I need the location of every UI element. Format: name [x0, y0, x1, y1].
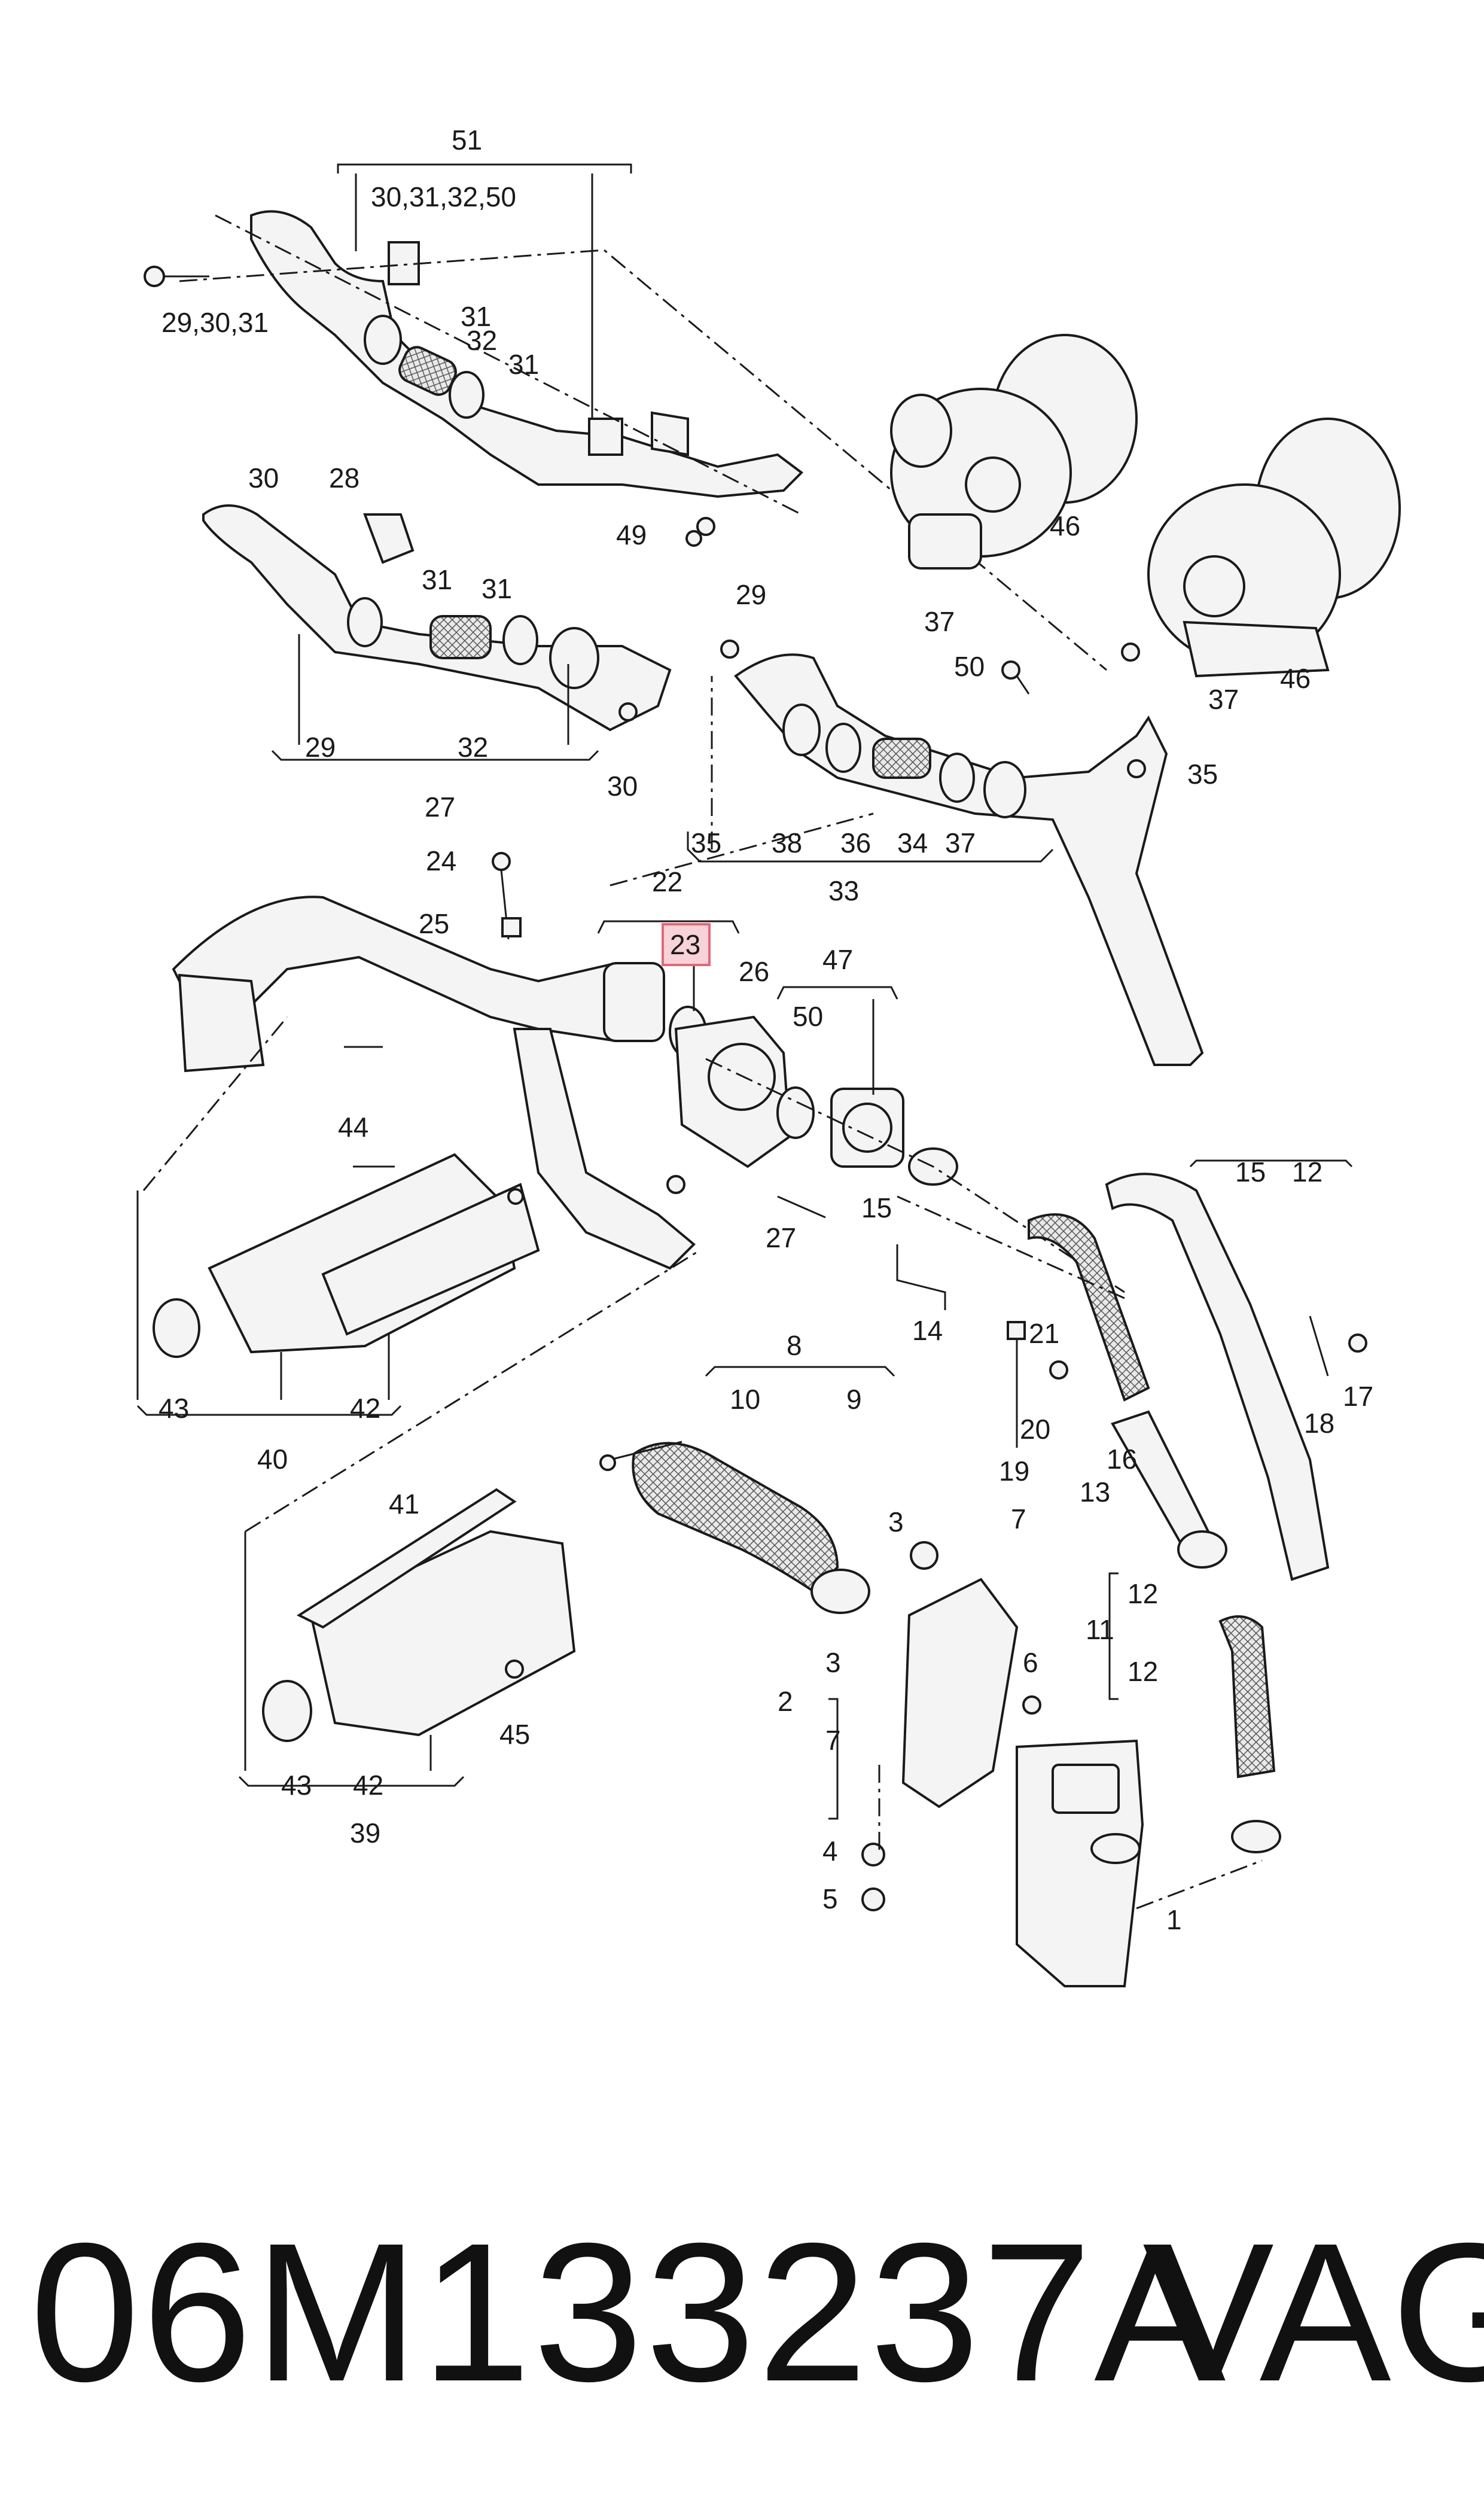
- callout-16: 16: [1107, 1444, 1137, 1475]
- callout-43: 44: [338, 1112, 368, 1143]
- callout-43: 45: [499, 1719, 530, 1750]
- callout-24: 24: [426, 845, 456, 876]
- callout-2: 2: [778, 1686, 793, 1717]
- callout-46: 49: [616, 519, 647, 550]
- cooler-group-38: [238, 1488, 576, 1787]
- callout-37: 37: [924, 606, 955, 637]
- callout-23: 23: [670, 929, 700, 960]
- callout-labels: 51 30,31,32,50 29,30,31 31 32 31 46 49 3…: [159, 124, 1373, 1935]
- housing-1: [1016, 1739, 1144, 1987]
- callout-13: 13: [1080, 1476, 1110, 1508]
- highlight-box-23: [662, 923, 711, 966]
- callout-27: 27: [766, 1222, 796, 1253]
- callout-9: 9: [846, 1384, 862, 1415]
- part-number: 06M133237A: [30, 2202, 1229, 2422]
- callout-45: 46: [1050, 510, 1080, 541]
- callout-31: 31: [422, 564, 452, 595]
- callout-35: 35: [691, 827, 721, 858]
- callout-14: 14: [912, 1315, 943, 1346]
- callout-41: 42: [350, 1393, 380, 1424]
- callout-12: 12: [1128, 1578, 1158, 1609]
- callout-42: 43: [159, 1393, 189, 1424]
- callout-19: 19: [999, 1456, 1029, 1487]
- callout-29: 28: [329, 462, 359, 494]
- callout-32: 32: [467, 325, 497, 356]
- callout-15: 15: [861, 1192, 892, 1223]
- callout-8: 8: [787, 1330, 802, 1361]
- callout-37: 37: [1208, 684, 1239, 715]
- callout-20: 20: [1020, 1414, 1050, 1445]
- callout-32: 32: [458, 732, 488, 763]
- callout-38: 39: [350, 1817, 380, 1849]
- pipe-group-33: [687, 653, 1204, 1066]
- callout-36: 36: [840, 827, 871, 858]
- callout-46: 50: [954, 651, 985, 682]
- callout-34: 34: [897, 827, 928, 858]
- callout-35: 35: [1187, 759, 1218, 790]
- small-parts: [344, 517, 1367, 1911]
- callout-39: 40: [257, 1444, 288, 1475]
- callout-36: 37: [945, 827, 976, 858]
- callout-21: 21: [1029, 1318, 1059, 1349]
- callout-40: 42: [353, 1770, 383, 1801]
- bolt-30-top: [144, 266, 209, 287]
- callout-3: 3: [888, 1506, 904, 1537]
- callout-26: 26: [739, 956, 769, 987]
- brand-name: VAG: [1142, 2202, 1484, 2422]
- callout-30: 29,30,31: [161, 307, 269, 338]
- callout-1: 1: [1166, 1904, 1182, 1935]
- callout-40: 41: [389, 1488, 419, 1520]
- callout-31: 31: [508, 349, 539, 380]
- callout-31: 31: [482, 573, 512, 604]
- callout-37: 38: [772, 827, 802, 858]
- right-hoses: [896, 1159, 1353, 1853]
- callout-10: 10: [730, 1384, 760, 1415]
- pipe-group-28: [202, 504, 672, 761]
- callout-12: 12: [1292, 1156, 1323, 1188]
- callout-15: 15: [1235, 1156, 1266, 1188]
- callout-4: 4: [822, 1835, 838, 1867]
- turbocharger-44: [1147, 418, 1401, 678]
- callout-17: 17: [1343, 1381, 1373, 1412]
- callout-12: 12: [1128, 1656, 1158, 1687]
- callout-30: 30: [248, 462, 279, 494]
- throttle-assembly: [172, 896, 1125, 1293]
- parts-diagram: 51 30,31,32,50 29,30,31 31 32 31 46 49 3…: [136, 124, 1401, 1987]
- callout-44: 46: [1280, 663, 1311, 694]
- bracket-2: [828, 1578, 1019, 1820]
- callout-7: 7: [825, 1725, 841, 1756]
- callout-28: 27: [425, 791, 455, 823]
- callout-33: 33: [828, 875, 859, 906]
- callout-22: 22: [652, 866, 682, 897]
- callout-49: 51: [452, 124, 482, 156]
- callout-25: 25: [419, 908, 449, 939]
- callout-42: 43: [281, 1770, 312, 1801]
- callout-3: 3: [825, 1647, 841, 1678]
- callout-11: 11: [1086, 1614, 1114, 1645]
- callout-30: 30: [607, 771, 638, 802]
- callout-6: 6: [1023, 1647, 1038, 1678]
- callout-29: 29: [736, 579, 766, 610]
- callout-31: 31: [461, 301, 491, 332]
- turbocharger-45: [890, 334, 1138, 570]
- callout-30-31-32-50: 30,31,32,50: [371, 181, 516, 212]
- callout-47: 47: [822, 944, 853, 975]
- callout-18: 18: [1304, 1408, 1334, 1439]
- callout-48: 50: [793, 1001, 823, 1032]
- callout-5: 5: [822, 1883, 838, 1914]
- bracket-47: [776, 986, 898, 1095]
- cooler-group-39: [136, 1153, 540, 1416]
- callout-29-30-31: 29: [305, 732, 336, 763]
- callout-7: 7: [1011, 1503, 1026, 1534]
- hose-group-8: [632, 1366, 895, 1614]
- guide-lines: [142, 676, 1263, 1910]
